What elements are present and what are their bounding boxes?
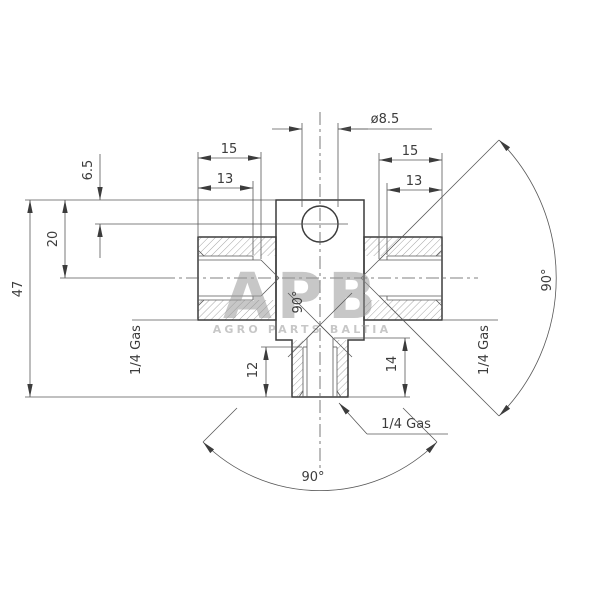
right-cone-bottom [360, 277, 380, 297]
dim-label-15-left: 15 [221, 142, 238, 157]
angle-leg-bottom-right [402, 407, 438, 443]
angle-arc-right [498, 139, 557, 417]
angle-label-bottom: 90° [301, 470, 324, 485]
dim-label-20: 20 [46, 231, 61, 248]
bottom-chamfer-right [336, 390, 342, 398]
angle-label-right: 90° [540, 268, 555, 291]
right-chamfer-top [435, 249, 443, 257]
dim-label-hole-diameter: ø8.5 [371, 112, 400, 127]
hatch-right-port-top [364, 237, 442, 256]
angle-arc-bottom [202, 441, 438, 491]
angle-leg-right-upper [378, 139, 500, 261]
thread-label-bottom: 1/4 Gas [381, 417, 431, 432]
angle-leg-center-b [287, 292, 353, 358]
angle-dimensions: 90° 90° 90° [202, 139, 557, 491]
hatch-bottom-port-left [292, 340, 303, 397]
hatch-left-port-bottom [198, 300, 276, 320]
dim-label-14: 14 [385, 356, 400, 373]
hatch-right-port-bottom [364, 300, 442, 320]
dim-label-6-5: 6.5 [81, 160, 96, 181]
angle-leg-bottom-left [202, 407, 238, 443]
left-chamfer-bottom [197, 299, 205, 307]
thread-label-right: 1/4 Gas [477, 325, 492, 375]
right-cone-top [360, 259, 380, 279]
left-port-outline [197, 236, 277, 321]
dimensions: 15 13 15 13 ø8.5 6.5 20 47 12 14 1/4 Gas… [11, 112, 498, 435]
watermark: APB AGRO PARTS BALTIA [213, 260, 392, 336]
dim-label-13-left: 13 [217, 172, 234, 187]
leader-line-bottom-thread [338, 402, 368, 435]
dim-label-12: 12 [246, 362, 261, 379]
centerlines [95, 112, 478, 468]
right-chamfer-bottom [435, 299, 443, 307]
left-cone-bottom [260, 277, 280, 297]
dim-label-13-right: 13 [406, 174, 423, 189]
angle-label-center: 90° [291, 290, 306, 313]
dim-label-47: 47 [11, 281, 26, 298]
dim-label-15-right: 15 [402, 144, 419, 159]
left-cone-top [260, 259, 280, 279]
bottom-chamfer-left [298, 390, 304, 398]
watermark-subtitle: AGRO PARTS BALTIA [213, 323, 392, 336]
thread-label-left: 1/4 Gas [129, 325, 144, 375]
watermark-logo: APB [223, 260, 381, 333]
hatch-bottom-port-right [337, 340, 348, 397]
left-chamfer-top [197, 249, 205, 257]
hatch-left-port-top [198, 237, 276, 256]
angle-leg-right-lower [378, 295, 500, 417]
section-hatching [198, 237, 442, 397]
